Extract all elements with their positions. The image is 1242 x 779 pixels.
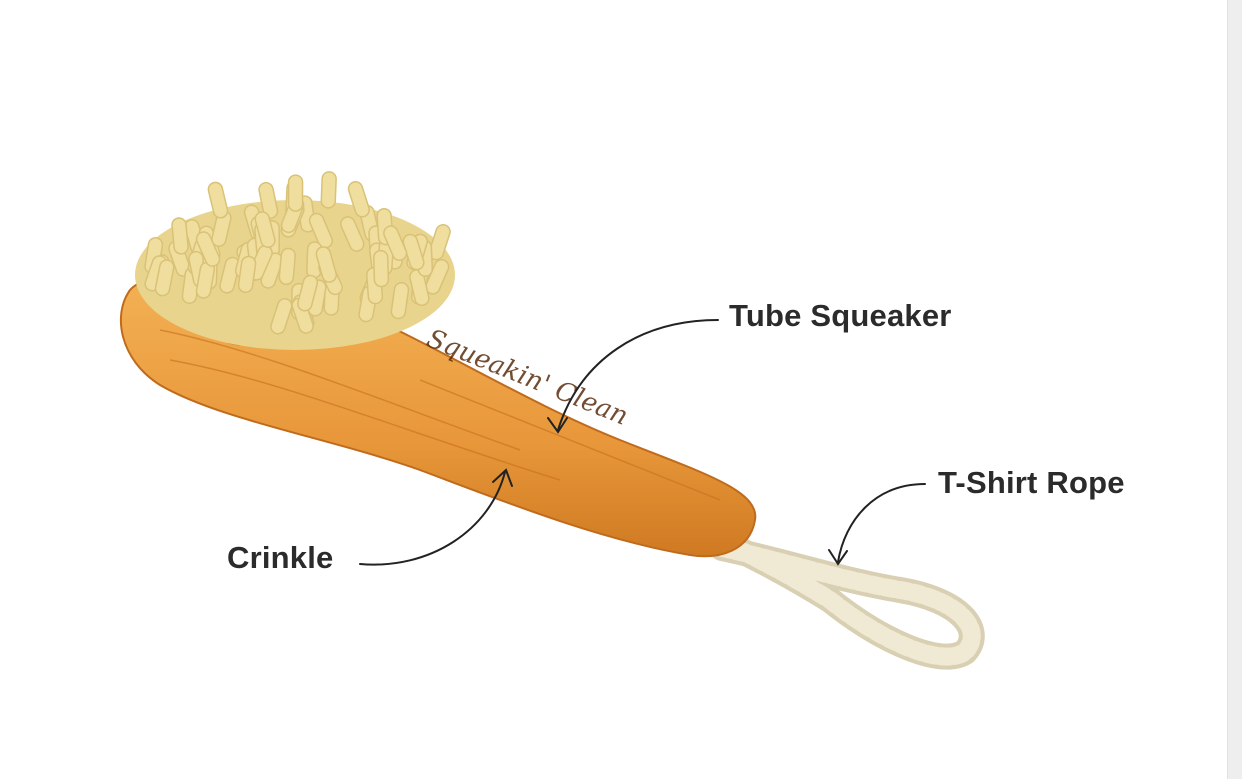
bristle-tuft: [195, 231, 221, 267]
tube-squeaker-arrow: [547, 319, 719, 434]
brush-bristles: [135, 171, 455, 350]
bristle-tuft: [428, 223, 451, 261]
bristle-tuft: [347, 181, 370, 218]
tshirt-rope-arrow: [828, 483, 926, 566]
tube-squeaker-label: Tube Squeaker: [729, 298, 952, 333]
bristle-tuft: [320, 171, 337, 209]
bristle-tuft: [278, 247, 297, 286]
bristle-tuft: [372, 249, 390, 288]
bristle-tuft: [207, 181, 229, 219]
bristle-tuft: [390, 281, 410, 320]
bristle-tuft: [254, 211, 276, 248]
bristle-tuft: [171, 217, 189, 255]
bristle-tuft: [258, 181, 279, 219]
bristle-tuft: [315, 246, 338, 283]
crinkle-label: Crinkle: [227, 540, 334, 575]
crinkle-arrow: [359, 468, 513, 566]
bristle-tuft: [308, 212, 334, 249]
bristle-tuft: [383, 225, 408, 262]
bristle-tuft: [154, 259, 175, 297]
bristle-tuft: [270, 298, 293, 335]
rope-loop: [709, 532, 985, 670]
bristle-tuft: [287, 174, 304, 212]
bristle-tuft: [237, 255, 257, 294]
page-edge-scrollbar[interactable]: [1227, 0, 1242, 779]
bristle-tuft: [340, 216, 365, 252]
bristle-tuft: [219, 256, 241, 294]
tshirt-rope-label: T-Shirt Rope: [938, 465, 1125, 500]
bristle-tuft: [297, 274, 319, 312]
